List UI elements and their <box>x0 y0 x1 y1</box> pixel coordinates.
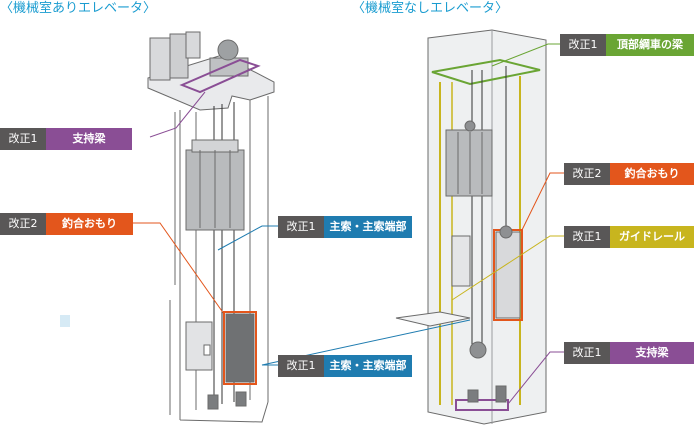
revision-tag: 改正1 <box>278 216 324 238</box>
leader-lines <box>133 43 564 405</box>
right-elevator-drawing <box>395 29 547 425</box>
left-elevator-drawing <box>60 31 275 423</box>
label-left-support-beam: 改正1 支持梁 <box>0 128 132 150</box>
revision-tag: 改正2 <box>564 163 610 185</box>
label-name: 主索・主索端部 <box>324 216 412 238</box>
revision-tag: 改正1 <box>564 342 610 364</box>
label-name: 頂部綱車の梁 <box>606 34 694 56</box>
label-name: 釣合おもり <box>610 163 694 185</box>
label-name: 釣合おもり <box>46 213 133 235</box>
label-name: 支持梁 <box>46 128 132 150</box>
heading-without-machine-room: 〈機械室なしエレベータ〉 <box>352 1 509 16</box>
revision-tag: 改正1 <box>560 34 606 56</box>
label-right-main-rope: 改正1 主索・主索端部 <box>278 355 412 377</box>
revision-tag: 改正2 <box>0 213 46 235</box>
label-name: ガイドレール <box>610 226 694 248</box>
label-name: 支持梁 <box>610 342 694 364</box>
revision-tag: 改正1 <box>278 355 324 377</box>
label-right-counterweight: 改正2 釣合おもり <box>564 163 694 185</box>
label-right-guide-rail: 改正1 ガイドレール <box>564 226 694 248</box>
revision-tag: 改正1 <box>564 226 610 248</box>
heading-with-machine-room: 〈機械室ありエレベータ〉 <box>0 1 157 16</box>
label-left-counterweight: 改正2 釣合おもり <box>0 213 133 235</box>
label-right-support-beam: 改正1 支持梁 <box>564 342 694 364</box>
label-right-top-sheave-beam: 改正1 頂部綱車の梁 <box>560 34 694 56</box>
revision-tag: 改正1 <box>0 128 46 150</box>
label-name: 主索・主索端部 <box>324 355 412 377</box>
label-left-main-rope: 改正1 主索・主索端部 <box>278 216 412 238</box>
